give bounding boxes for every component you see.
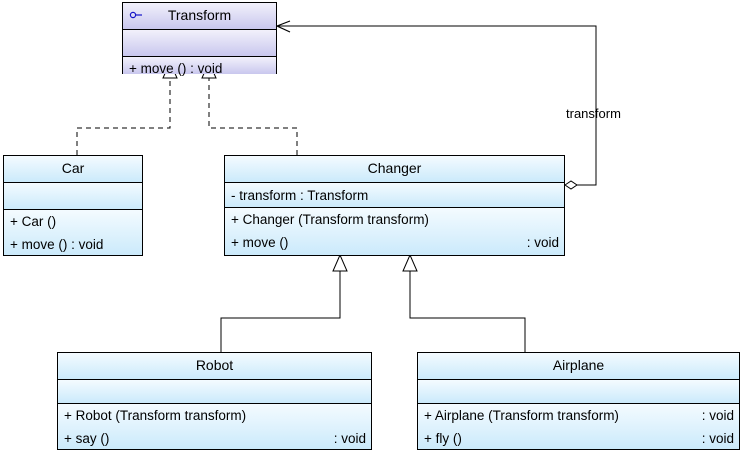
open-arrowhead — [275, 20, 291, 33]
attributes-compartment-robot — [58, 379, 371, 403]
operations-compartment-transform: + move () : void — [123, 56, 276, 76]
class-name-text: Airplane — [552, 357, 605, 373]
hollow-diamond-aggregation — [564, 180, 578, 190]
uml-class-car[interactable]: Car + Car () + move () : void — [3, 155, 143, 256]
hollow-triangle-arrowhead — [402, 253, 418, 272]
class-name-text: Car — [61, 160, 85, 176]
interface-lollipop-icon — [129, 11, 142, 19]
operation-row[interactable]: + Robot (Transform transform) — [64, 408, 247, 423]
operation-row[interactable]: + fly () : void — [424, 431, 734, 446]
edge-changer-aggregates-transform — [275, 20, 597, 190]
class-name-text: Transform — [167, 7, 232, 23]
class-name-car: Car — [4, 156, 142, 182]
class-name-airplane: Airplane — [418, 353, 739, 379]
operation-row[interactable]: + Changer (Transform transform) — [231, 212, 429, 227]
operations-compartment-robot: + Robot (Transform transform) + say () :… — [58, 403, 371, 449]
operations-compartment-airplane: + Airplane (Transform transform) : void … — [418, 403, 739, 449]
uml-class-changer[interactable]: Changer - transform : Transform + Change… — [224, 155, 565, 256]
uml-class-robot[interactable]: Robot + Robot (Transform transform) + sa… — [57, 352, 372, 450]
class-name-text: Robot — [195, 357, 234, 373]
attributes-compartment-changer: - transform : Transform — [225, 182, 564, 207]
attributes-compartment-airplane — [418, 379, 739, 403]
operation-row[interactable]: + move () : void — [231, 235, 559, 250]
class-name-changer: Changer — [225, 156, 564, 182]
attribute-row[interactable]: - transform : Transform — [231, 188, 369, 203]
uml-class-transform[interactable]: Transform + move () : void — [122, 2, 277, 76]
operation-row[interactable]: + move () : void — [10, 237, 104, 252]
operation-row[interactable]: + Car () — [10, 214, 57, 229]
operation-row[interactable]: + say () : void — [64, 431, 366, 446]
association-label-transform: transform — [566, 106, 621, 121]
operations-compartment-changer: + Changer (Transform transform) + move (… — [225, 207, 564, 255]
hollow-triangle-arrowhead — [332, 253, 348, 272]
uml-class-airplane[interactable]: Airplane + Airplane (Transform transform… — [417, 352, 740, 450]
class-name-robot: Robot — [58, 353, 371, 379]
attributes-compartment-car — [4, 182, 142, 209]
attributes-compartment-transform — [123, 29, 276, 56]
class-name-text: Changer — [367, 160, 422, 176]
edge-airplane-extends-changer — [402, 253, 526, 352]
operation-row[interactable]: + Airplane (Transform transform) : void — [424, 408, 734, 423]
operation-row[interactable]: + move () : void — [129, 61, 223, 76]
class-name-transform: Transform — [123, 3, 276, 29]
operations-compartment-car: + Car () + move () : void — [4, 209, 142, 255]
edge-robot-extends-changer — [220, 253, 348, 352]
